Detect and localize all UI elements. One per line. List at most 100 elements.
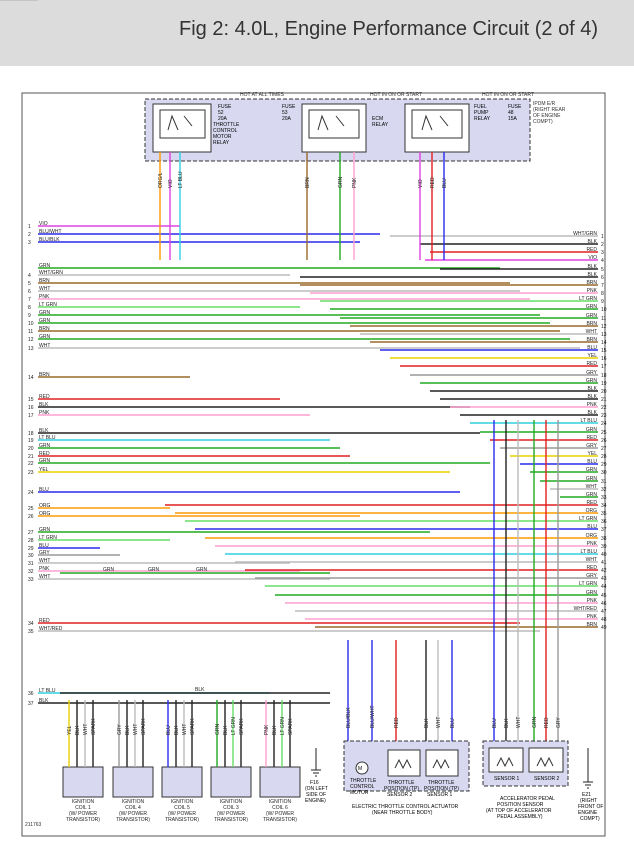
right-pin-color: PNK xyxy=(587,614,598,620)
blk-bus-label: BLK xyxy=(195,687,205,693)
ignition-coil-label: IGNITION xyxy=(171,799,194,805)
left-pin-number: 4 xyxy=(28,273,31,279)
svg-text:20A: 20A xyxy=(282,116,292,122)
right-pin-color: PNK xyxy=(587,598,598,604)
svg-text:48: 48 xyxy=(508,110,514,116)
svg-text:RELAY: RELAY xyxy=(474,116,491,122)
ignition-coil-label: (W/ POWER xyxy=(69,811,97,817)
svg-text:(ON LEFT: (ON LEFT xyxy=(305,786,328,792)
right-pin-color: BLU xyxy=(587,345,597,351)
left-pin-number: 29 xyxy=(28,546,34,552)
right-pin-color: WHT xyxy=(586,484,597,490)
left-pin-number: 7 xyxy=(28,297,31,303)
right-pin-color: PNK xyxy=(587,541,598,547)
coil-wire-label: BLK xyxy=(75,725,81,735)
left-pin-color: RED xyxy=(39,451,50,457)
left-pin-color: GRN xyxy=(39,318,51,324)
app-wire-label: GRN xyxy=(532,717,538,729)
svg-text:RELAY: RELAY xyxy=(372,122,389,128)
svg-text:MOTOR: MOTOR xyxy=(213,134,232,140)
left-pin-number: 30 xyxy=(28,553,34,559)
right-pin-number: 12 xyxy=(601,324,607,330)
reference-number: 211763 xyxy=(25,822,42,828)
title-bar: Fig 2: 4.0L, Engine Performance Circuit … xyxy=(0,0,634,66)
left-pin-number: 21 xyxy=(28,454,34,460)
right-pin-number: 13 xyxy=(601,332,607,338)
ignition-coil-label: COIL 4 xyxy=(125,805,141,811)
left-pin-number: 14 xyxy=(28,375,34,381)
ignition-coil-label: COIL 1 xyxy=(75,805,91,811)
right-pin-number: 31 xyxy=(601,479,607,485)
right-pin-color: BLK xyxy=(588,264,598,270)
app-wire-label: BLU xyxy=(492,718,498,728)
svg-text:CONTROL: CONTROL xyxy=(213,128,238,134)
right-pin-color: GRN xyxy=(586,304,598,310)
left-pin-color: VIO xyxy=(39,221,48,227)
right-pin-color: BRN xyxy=(586,321,597,327)
left-pin-color: GRN xyxy=(39,443,51,449)
right-pin-number: 9 xyxy=(601,299,604,305)
left-pin-number: 20 xyxy=(28,446,34,452)
svg-text:FUSE: FUSE xyxy=(508,104,522,110)
right-pin-color: RED xyxy=(586,361,597,367)
svg-text:ACCELERATOR PEDAL: ACCELERATOR PEDAL xyxy=(500,796,555,802)
left-pin-number: 28 xyxy=(28,538,34,544)
svg-text:IPDM E/R: IPDM E/R xyxy=(533,101,556,107)
right-pin-number: 36 xyxy=(601,519,607,525)
diagram-border xyxy=(21,92,606,837)
left-pin-color: ORG xyxy=(39,511,51,517)
relay-wire-label: VIO xyxy=(418,179,424,188)
right-pin-number: 38 xyxy=(601,536,607,542)
left-pin-number: 17 xyxy=(28,413,34,419)
right-pin-color: BLK xyxy=(588,239,598,245)
left-pin-number: 2 xyxy=(28,232,31,238)
app-wire-label: WHT xyxy=(516,717,522,728)
hot-run-label-2: HOT IN ON OR START xyxy=(482,92,534,98)
right-pin-color: BLK xyxy=(588,386,598,392)
right-pin-color: WHT xyxy=(586,557,597,563)
left-pin-number: 18 xyxy=(28,431,34,437)
right-pin-number: 21 xyxy=(601,397,607,403)
right-pin-number: 3 xyxy=(601,250,604,256)
ignition-coil-label: IGNITION xyxy=(269,799,292,805)
svg-text:FRONT OF: FRONT OF xyxy=(578,804,603,810)
coil-wire-label: BLK xyxy=(174,725,180,735)
app-wire-label: BLK xyxy=(504,718,510,728)
right-pin-color: VIO xyxy=(588,255,597,261)
right-pin-number: 34 xyxy=(601,503,607,509)
coil-wire-label: WHT xyxy=(83,724,89,735)
right-pin-number: 19 xyxy=(601,381,607,387)
right-pin-color: PNK xyxy=(587,288,598,294)
right-pin-number: 40 xyxy=(601,552,607,558)
right-pin-number: 32 xyxy=(601,487,607,493)
left-pin-color: GRN xyxy=(39,334,51,340)
app-wire-label: RED xyxy=(544,717,550,728)
ignition-coil-label: COIL 3 xyxy=(223,805,239,811)
left-pin-color: GRY xyxy=(39,550,50,556)
svg-text:(RIGHT REAR: (RIGHT REAR xyxy=(533,107,566,113)
right-pin-number: 5 xyxy=(601,267,604,273)
ignition-coil-box xyxy=(210,766,252,798)
left-pin-color: PNK xyxy=(39,410,50,416)
right-pin-number: 48 xyxy=(601,617,607,623)
ignition-coil-label: (W/ POWER xyxy=(168,811,196,817)
left-pin-color: BRN xyxy=(39,326,50,332)
right-pin-number: 39 xyxy=(601,544,607,550)
left-pin-number: 36 xyxy=(28,691,34,697)
ipdm-label: IPDM E/R (RIGHT REAR OF ENGINE COMPT) xyxy=(533,101,566,125)
svg-text:52: 52 xyxy=(218,110,224,116)
throttle-control-motor-relay: FUSE 52 20A THROTTLE CONTROL MOTOR RELAY xyxy=(152,103,240,153)
svg-text:THROTTLE: THROTTLE xyxy=(350,778,377,784)
svg-text:THROTTLE: THROTTLE xyxy=(428,780,455,786)
ignition-coil-label: TRANSISTOR) xyxy=(116,817,150,823)
svg-text:(NEAR THROTTLE BODY): (NEAR THROTTLE BODY) xyxy=(372,810,433,816)
left-pin-color: BLU xyxy=(39,543,49,549)
ground-e21: E21 (RIGHT FRONT OF ENGINE COMPT) xyxy=(578,748,603,822)
left-pin-number: 3 xyxy=(28,240,31,246)
left-pin-color: LT GRN xyxy=(39,302,57,308)
ignition-coil-box xyxy=(112,766,154,798)
coil-wire-label: BLK xyxy=(223,725,229,735)
right-pin-number: 47 xyxy=(601,609,607,615)
